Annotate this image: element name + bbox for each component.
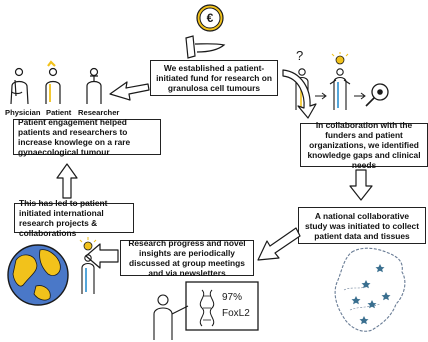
physician-figure [10, 67, 29, 105]
collaboration-box: In collaboration with the funders and pa… [300, 120, 428, 170]
idea-person-figure [79, 237, 97, 294]
globe-icon [7, 244, 69, 306]
netherlands-map-icon [334, 247, 406, 332]
patient-figure [45, 60, 61, 104]
physician-label: Physician [5, 108, 41, 117]
arrow-progress-to-international [85, 243, 119, 269]
arrow-national-to-progress [257, 227, 301, 261]
lightbulb-icon [331, 52, 349, 65]
arrow-international-to-engagement [56, 163, 78, 199]
magnifier-icon [365, 83, 389, 107]
fund-box: We established a patient-initiated fund … [150, 60, 278, 96]
progress-box: Research progress and novel insights are… [120, 238, 254, 278]
national-study-box: A national collaborative study was initi… [298, 207, 426, 244]
arrow-fund-to-people [109, 81, 150, 101]
arrow-collaboration-to-national [349, 169, 373, 201]
knowledge-gap-illustration: ? [295, 48, 389, 110]
researcher-figure [86, 67, 102, 104]
patient-label: Patient [46, 108, 72, 117]
fund-icon: € [185, 4, 226, 59]
arrow-fund-to-collaboration [282, 69, 317, 119]
engagement-box: Patient engagement helped patients and r… [13, 117, 161, 157]
presentation-illustration: 97% FoxL2 [153, 281, 259, 340]
lightbulb-icon [83, 241, 93, 251]
researcher-label: Researcher [78, 108, 120, 117]
question-mark-icon: ? [296, 48, 303, 63]
board-stat-text: 97% [222, 292, 242, 303]
euro-icon: € [207, 11, 214, 25]
board-gene-text: FoxL2 [222, 308, 250, 319]
international-box: This has led to patient initiated intern… [14, 198, 134, 238]
